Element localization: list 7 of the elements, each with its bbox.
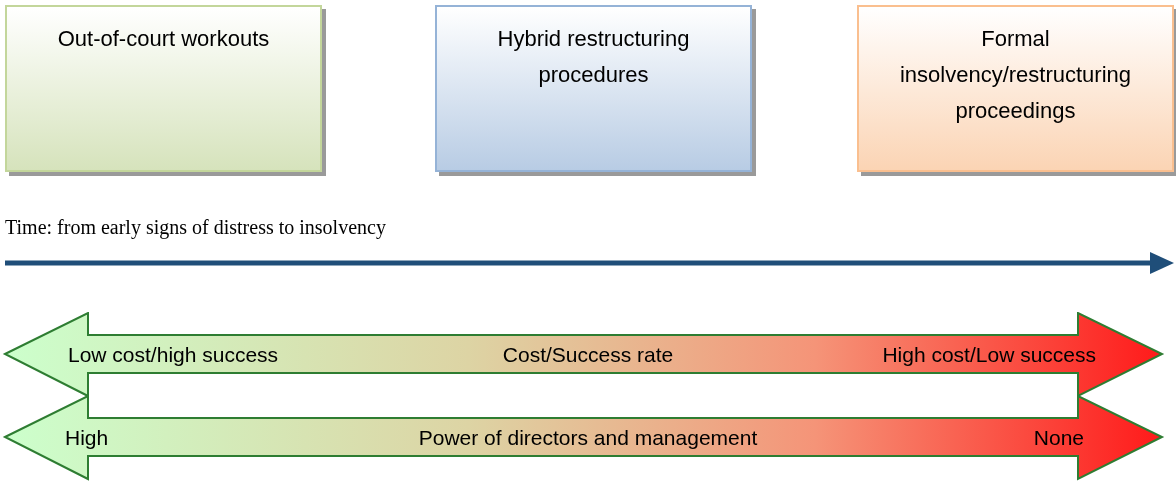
arrow-label: High cost/Low success — [882, 342, 1096, 368]
arrow-label: High — [65, 425, 109, 451]
arrow-label: None — [1033, 425, 1084, 451]
timeline-caption: Time: from early signs of distress to insolvency — [5, 216, 386, 239]
arrow-label: Cost/Success rate — [502, 342, 674, 368]
arrow-label: Low cost/high success — [68, 342, 279, 368]
arrow-label: Power of directors and management — [418, 425, 758, 451]
